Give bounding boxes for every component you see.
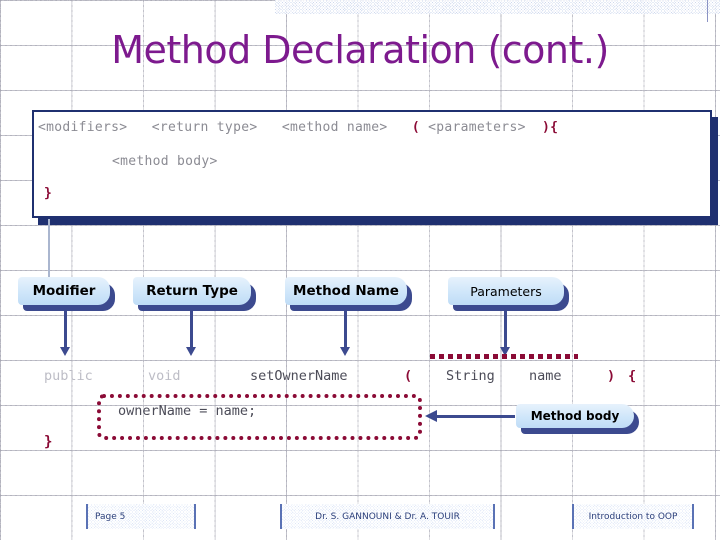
footer-authors: Dr. S. GANNOUNI & Dr. A. TOUIR [280,504,495,529]
example-body-statement: ownerName = name; [118,403,257,419]
arrow-return-type [190,305,193,349]
footer-course: Introduction to OOP [572,504,694,529]
arrow-method-name [344,305,347,349]
syntax-line-1: <modifiers> <return type> <method name> … [38,120,558,135]
example-close-paren: ) [607,368,616,384]
connector-line-modifier [48,219,50,277]
example-close-brace: } [44,434,53,450]
syntax-close-paren-brace: ){ [541,120,559,135]
syntax-method-name: <method name> [281,120,388,135]
page-title: Method Declaration (cont.) [111,28,609,72]
callout-parameters[interactable]: Parameters [448,277,569,311]
arrow-modifier-head [60,347,70,356]
example-method-name: setOwnerName [250,368,348,384]
callout-modifier[interactable]: Modifier [18,277,115,311]
top-right-rule [707,0,708,22]
method-body-highlight-box [97,394,422,440]
callout-parameters-label: Parameters [448,277,564,305]
syntax-return-type: <return type> [151,120,258,135]
callout-return-type[interactable]: Return Type [133,277,256,311]
syntax-modifiers: <modifiers> [38,120,128,135]
example-param-name: name [529,368,562,384]
example-open-paren: ( [404,368,413,384]
arrow-method-body-line [437,415,515,418]
callout-modifier-label: Modifier [18,277,110,305]
arrow-parameters-head [500,347,510,356]
example-return-type: void [148,368,181,384]
callout-method-body-label: Method body [516,404,634,428]
arrow-modifier [64,305,67,349]
example-modifier: public [44,368,93,384]
parameters-dotted-marker [430,354,578,359]
arrow-return-type-head [186,347,196,356]
example-open-brace: { [628,368,637,384]
example-param-type: String [446,368,495,384]
top-hatched-band [275,0,720,14]
arrow-method-name-head [340,347,350,356]
example-code-line: public void setOwnerName ( String name )… [0,368,720,388]
syntax-parameters: <parameters> [428,120,526,135]
syntax-line-3: } [44,186,53,201]
syntax-line-2: <method body> [112,154,218,169]
arrow-parameters [504,305,507,349]
footer-page-number: Page 5 [86,504,196,529]
callout-return-type-label: Return Type [133,277,251,305]
callout-method-body[interactable]: Method body [516,404,639,434]
callout-method-name[interactable]: Method Name [285,277,412,311]
callout-method-name-label: Method Name [285,277,407,305]
arrow-method-body-head [425,410,437,422]
syntax-open-paren: ( [411,120,421,135]
syntax-box [32,110,712,218]
